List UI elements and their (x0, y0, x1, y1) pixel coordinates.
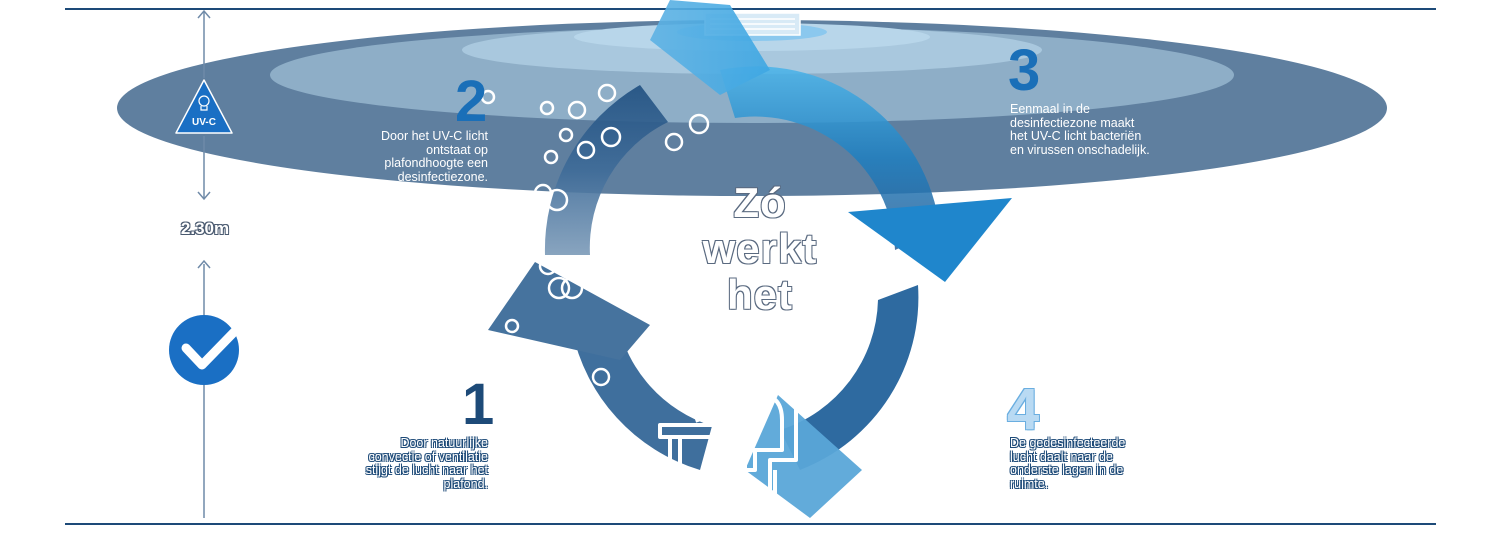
step-4-text: De gedesinfecteerde lucht daalt naar de … (1010, 436, 1126, 491)
step-2-number: 2 (455, 69, 488, 134)
step-3-text: Eenmaal in de desinfectiezone maakt het … (1010, 102, 1150, 157)
center-title: Zó werkt het (660, 180, 860, 318)
arrow-arc-top-right (720, 66, 940, 250)
uvc-warning-triangle-icon (175, 79, 233, 134)
height-measure (197, 9, 211, 518)
step-2-text: Door het UV-C licht ontstaat op plafondh… (381, 129, 488, 184)
arrowhead-step-2 (650, 0, 770, 95)
step-1-number: 1 (462, 372, 495, 437)
arrow-arc-left (544, 85, 668, 255)
step-1-text: Door natuurlijke convectie of ventilatie… (365, 436, 488, 491)
air-bubbles (464, 83, 710, 466)
arrow-arc-right (780, 285, 919, 470)
center-title-line-1: Zó (733, 179, 787, 226)
step-4-number: 4 (1007, 377, 1040, 442)
height-label: 2.30m (180, 219, 230, 238)
center-title-line-2: werkt (702, 225, 818, 272)
arrowhead-step-1 (488, 262, 650, 360)
arrow-arc-bottom-left (572, 320, 712, 470)
arrowhead-step-3 (848, 198, 1012, 282)
step-3-number: 3 (1008, 38, 1041, 103)
checkmark-badge-icon (169, 315, 243, 385)
center-title-line-3: het (727, 271, 793, 318)
uvc-label: UV-C (192, 117, 216, 128)
person-at-desk-icon (658, 359, 798, 502)
circulation-arrows (488, 0, 1012, 518)
